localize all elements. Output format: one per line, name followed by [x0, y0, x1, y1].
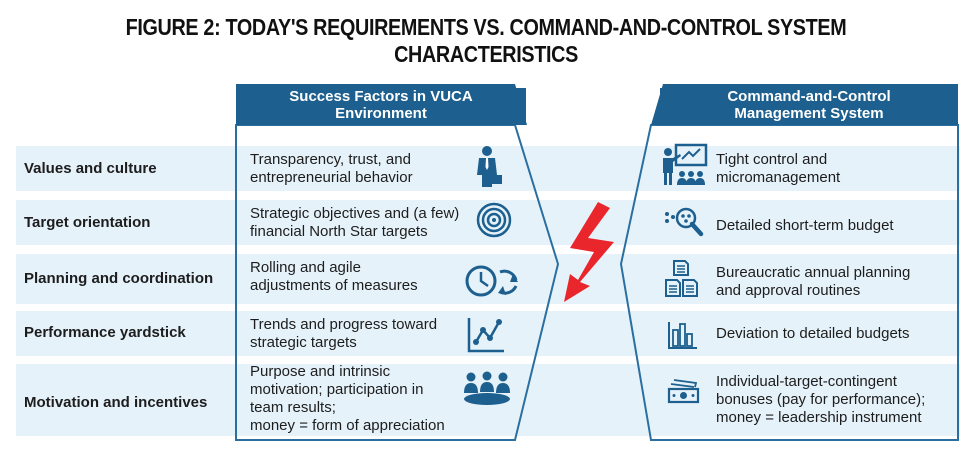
left-text-line: Transparency, trust, and	[250, 151, 411, 168]
target-icon	[476, 202, 512, 238]
figure-title: FIGURE 2: TODAY'S REQUIREMENTS VS. COMMA…	[125, 14, 847, 67]
right-text-line: bonuses (pay for performance);	[716, 391, 926, 408]
left-text-line: team results;	[250, 399, 336, 416]
right-text-line: and approval routines	[716, 282, 861, 299]
right-header-line2: Management System	[734, 105, 884, 122]
right-text-line: money = leadership instrument	[716, 409, 922, 426]
left-cell-planning: Rolling and agile adjustments of measure…	[250, 259, 418, 295]
left-text-line: Purpose and intrinsic	[250, 363, 391, 380]
row-label-motivation: Motivation and incentives	[24, 394, 208, 411]
left-header-line2: Environment	[335, 105, 427, 122]
left-cell-motivation: Purpose and intrinsic motivation; partic…	[250, 363, 445, 435]
left-cell-target: Strategic objectives and (a few) financi…	[250, 205, 459, 241]
left-text-line: Strategic objectives and (a few)	[250, 205, 460, 222]
right-text-line: Tight control and	[716, 151, 828, 168]
right-header-line1: Command-and-Control	[727, 88, 891, 105]
presenter-icon	[663, 143, 708, 185]
left-panel-header: Success Factors in VUCA Environment	[236, 88, 526, 122]
magnifier-icon	[665, 207, 704, 237]
row-band	[16, 254, 960, 304]
left-cell-performance: Trends and progress toward strategic tar…	[250, 316, 437, 352]
row-label-performance: Performance yardstick	[24, 324, 186, 341]
team-icon	[464, 371, 510, 405]
row-label-planning: Planning and coordination	[24, 270, 214, 287]
left-text-line: money = form of appreciation	[250, 417, 445, 434]
left-text-line: strategic targets	[250, 334, 357, 351]
right-cell-values: Tight control and micromanagement	[716, 151, 840, 187]
left-text-line: motivation; participation in	[250, 381, 424, 398]
row-label-target: Target orientation	[24, 214, 151, 231]
right-text-line: Detailed short-term budget	[716, 217, 894, 234]
row-label-values: Values and culture	[24, 160, 157, 177]
documents-icon	[665, 260, 698, 297]
left-header-line1: Success Factors in VUCA	[289, 88, 473, 105]
left-text-line: Rolling and agile	[250, 259, 361, 276]
left-cell-values: Transparency, trust, and entrepreneurial…	[250, 151, 413, 187]
clock-cycle-icon	[465, 265, 518, 297]
row-band	[16, 311, 960, 356]
right-text-line: micromanagement	[716, 169, 841, 186]
left-text-line: financial North Star targets	[250, 223, 428, 240]
right-cell-planning: Bureaucratic annual planning and approva…	[716, 264, 910, 300]
right-cell-performance: Deviation to detailed budgets	[716, 325, 909, 343]
right-text-line: Deviation to detailed budgets	[716, 325, 910, 342]
left-text-line: Trends and progress toward	[250, 316, 438, 333]
line-chart-icon	[467, 318, 504, 353]
left-text-line: entrepreneurial behavior	[250, 169, 413, 186]
right-text-line: Individual-target-contingent	[716, 373, 897, 390]
right-text-line: Bureaucratic annual planning	[716, 264, 911, 281]
bar-chart-icon	[668, 322, 697, 349]
money-icon	[667, 379, 700, 404]
right-cell-target: Detailed short-term budget	[716, 217, 894, 235]
right-cell-motivation: Individual-target-contingent bonuses (pa…	[716, 373, 925, 427]
right-panel-header: Command-and-Control Management System	[660, 88, 958, 122]
left-text-line: adjustments of measures	[250, 277, 418, 294]
lightning-bolt-icon	[564, 202, 614, 302]
businessman-icon	[477, 146, 502, 187]
